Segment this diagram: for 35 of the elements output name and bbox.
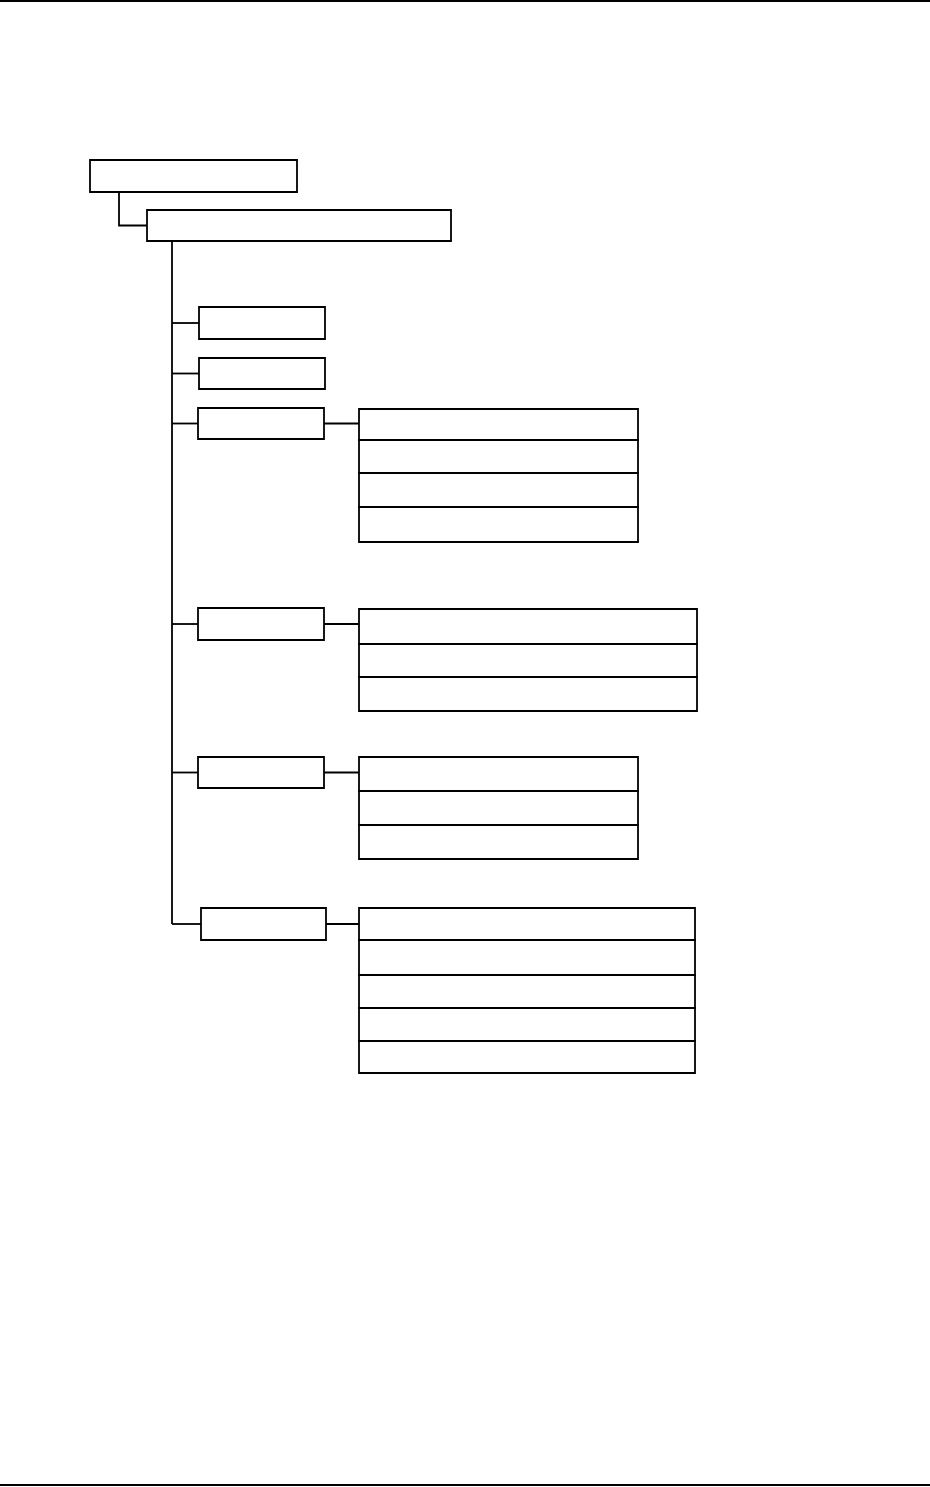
empty-box [89,159,298,193]
empty-box [200,907,327,941]
empty-row-box [358,408,639,441]
empty-box [197,407,325,440]
empty-row-box [358,439,639,474]
connector-line [325,923,360,925]
empty-box [146,209,452,242]
empty-row-box [358,974,696,1009]
connector-line [171,771,199,774]
empty-row-box [358,907,696,941]
empty-box [198,306,326,340]
empty-row-box [358,1007,696,1042]
connector-line [118,191,148,227]
empty-row-box [358,824,639,860]
connector-line [171,240,173,925]
empty-row-box [358,756,639,792]
connector-line [323,771,360,774]
connector-line [323,623,360,625]
empty-row-box [358,506,639,543]
connector-line [171,322,200,324]
connector-line [171,422,199,425]
empty-row-box [358,1040,696,1074]
empty-row-box [358,790,639,826]
empty-row-box [358,472,639,508]
connector-line [171,923,202,925]
connector-line [171,623,199,625]
empty-row-box [358,608,698,645]
empty-box [198,357,326,390]
empty-box [197,756,325,789]
connector-line [323,422,360,425]
empty-row-box [358,676,698,712]
empty-row-box [358,643,698,678]
connector-line [171,372,200,375]
empty-box [197,607,325,641]
empty-row-box [358,939,696,976]
